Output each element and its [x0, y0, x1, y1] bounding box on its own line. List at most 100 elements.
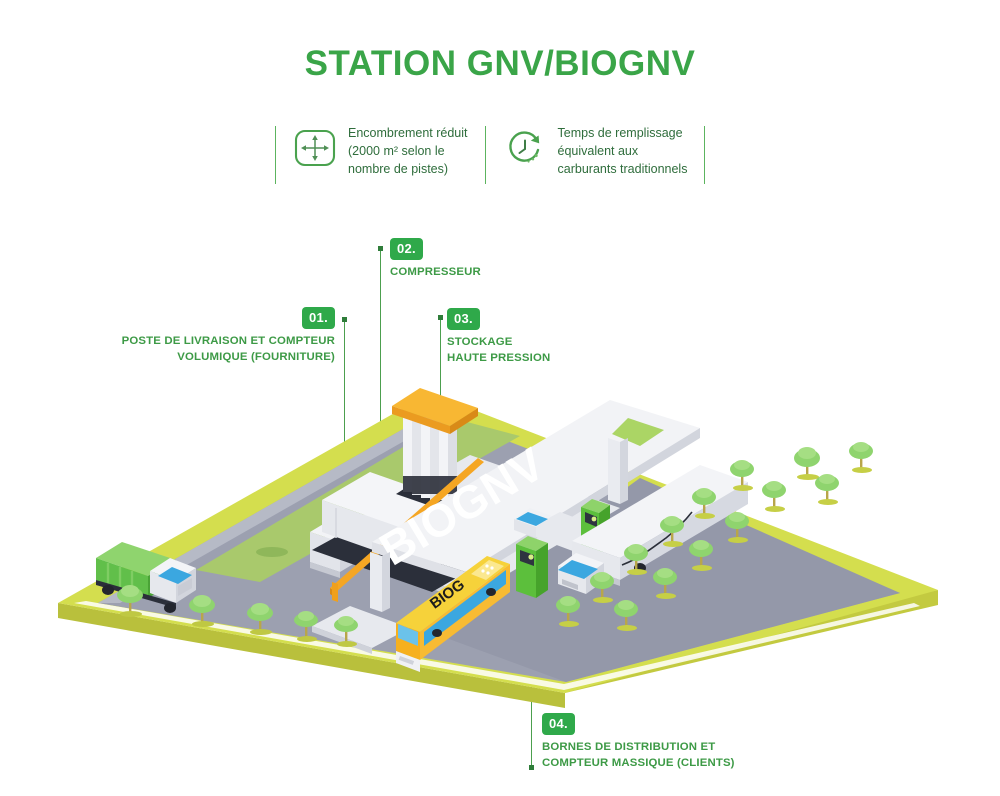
expand-arrows-icon — [293, 126, 337, 170]
leader-line-02 — [380, 249, 382, 507]
truck-wheel-3 — [164, 603, 176, 613]
small-truck-window — [558, 560, 598, 579]
tree — [294, 611, 318, 642]
dispenser-front-left — [516, 544, 536, 598]
tank-cylinder-group — [403, 414, 457, 501]
tank-cap-left — [392, 406, 450, 434]
callout-03[interactable]: 03. STOCKAGE HAUTE PRESSION — [447, 308, 617, 366]
callout-01-badge: 01. — [302, 307, 335, 329]
feature-list: Encombrement réduit (2000 m² selon le no… — [275, 124, 765, 188]
canopy-roof-edge — [372, 542, 466, 582]
feature-filling-time-text: Temps de remplissage équivalent aux carb… — [557, 126, 688, 176]
isometric-station-illustration: BIOGNV — [0, 360, 1000, 740]
tree — [653, 568, 677, 599]
tree-row-left — [117, 585, 358, 647]
tree — [117, 585, 143, 617]
delivery-post-base — [310, 562, 340, 578]
tank-cap-top — [392, 388, 478, 426]
bus-wheel-front — [432, 629, 442, 637]
callout-03-label: STOCKAGE HAUTE PRESSION — [447, 336, 551, 364]
leader-dot-04 — [529, 765, 534, 770]
bus-window-strip — [424, 570, 506, 646]
station-scene-svg: BIOGNV — [58, 388, 938, 708]
leader-line-03 — [440, 318, 442, 430]
compressor-plinth — [312, 528, 470, 592]
tree-grove-right — [556, 442, 873, 631]
callout-02-label: COMPRESSEUR — [390, 266, 481, 278]
feature-filling-time: Temps de remplissage équivalent aux carb… — [486, 124, 705, 178]
canopy-vehicle-window — [516, 512, 548, 526]
feature-footprint: Encombrement réduit (2000 m² selon le no… — [276, 124, 485, 178]
callout-04-badge: 04. — [542, 713, 575, 735]
leader-line-01 — [344, 320, 346, 518]
callout-03-badge: 03. — [447, 308, 480, 330]
grass-bush-2 — [256, 547, 288, 557]
callout-04[interactable]: 04. BORNES DE DISTRIBUTION ET COMPTEUR M… — [542, 713, 792, 771]
leader-dot-01 — [342, 317, 347, 322]
canopy-vehicle-body — [514, 519, 536, 538]
small-truck-left — [558, 566, 586, 594]
canopy-column-right — [608, 438, 620, 504]
bus-wheel-rear — [486, 588, 496, 596]
ground-slab-side — [58, 603, 565, 708]
callout-04-label: BORNES DE DISTRIBUTION ET COMPTEUR MASSI… — [542, 741, 735, 769]
trailer-right — [620, 482, 748, 580]
truck-windshield — [158, 567, 192, 584]
leader-dot-03 — [438, 315, 443, 320]
storage-tanks-03 — [392, 388, 478, 512]
callout-02[interactable]: 02. COMPRESSEUR — [390, 238, 570, 281]
lawn-white-stripe-right — [564, 603, 920, 690]
small-vehicle-under-canopy — [514, 508, 552, 538]
dispenser-front-04[interactable] — [516, 536, 548, 598]
tree — [247, 603, 273, 635]
callout-01[interactable]: 01. POSTE DE LIVRAISON ET COMPTEUR VOLUM… — [120, 307, 335, 365]
tree — [189, 595, 215, 627]
biognv-bus: BIOG — [396, 556, 510, 672]
truck-wheel-1 — [102, 585, 114, 595]
tree — [660, 516, 684, 547]
tree — [556, 596, 580, 627]
canopy-column-left-shade — [382, 552, 390, 612]
dispenser-front-light — [528, 554, 534, 560]
canopy-column-left — [370, 552, 382, 612]
page-title: STATION GNV/BIOGNV — [304, 44, 696, 83]
small-truck-front — [558, 553, 604, 594]
leader-dot-02 — [378, 246, 383, 251]
tree — [730, 460, 754, 491]
tree — [762, 481, 786, 512]
small-truck-grille — [562, 579, 578, 590]
callout-01-label: POSTE DE LIVRAISON ET COMPTEUR VOLUMIQUE… — [121, 335, 335, 363]
bus-window-strip-left — [398, 624, 418, 646]
tree — [624, 544, 648, 575]
canopy-island-left-side — [312, 626, 372, 654]
guard-rail-post — [332, 582, 338, 602]
tree — [614, 600, 638, 631]
tree — [849, 442, 873, 473]
tree — [590, 572, 614, 603]
dispenser-back-top — [581, 499, 610, 513]
divider-left — [275, 126, 276, 184]
tree — [689, 540, 713, 571]
tree — [692, 488, 716, 519]
dispenser-back-light — [591, 516, 597, 522]
tree — [725, 512, 749, 543]
tree — [334, 616, 358, 647]
canopy-green-accent — [612, 418, 664, 446]
dispenser-front-screen — [520, 550, 534, 566]
canopy-island-left — [312, 606, 410, 648]
canopy-column-right-shade — [620, 438, 628, 504]
tree — [815, 474, 839, 505]
divider-right — [704, 126, 706, 184]
bus-roof-detail — [471, 560, 504, 580]
clock-refresh-icon — [503, 126, 547, 170]
tree — [794, 447, 820, 480]
feature-footprint-text: Encombrement réduit (2000 m² selon le no… — [348, 126, 468, 176]
station-kerb — [98, 412, 448, 603]
dispenser-front-right — [536, 543, 548, 598]
divider-middle — [484, 126, 486, 184]
dispenser-back-screen — [585, 512, 597, 527]
callout-02-badge: 02. — [390, 238, 423, 260]
dispenser-front-top — [516, 536, 548, 551]
tank-cap-right — [450, 408, 478, 434]
truck-window-side — [178, 578, 192, 596]
